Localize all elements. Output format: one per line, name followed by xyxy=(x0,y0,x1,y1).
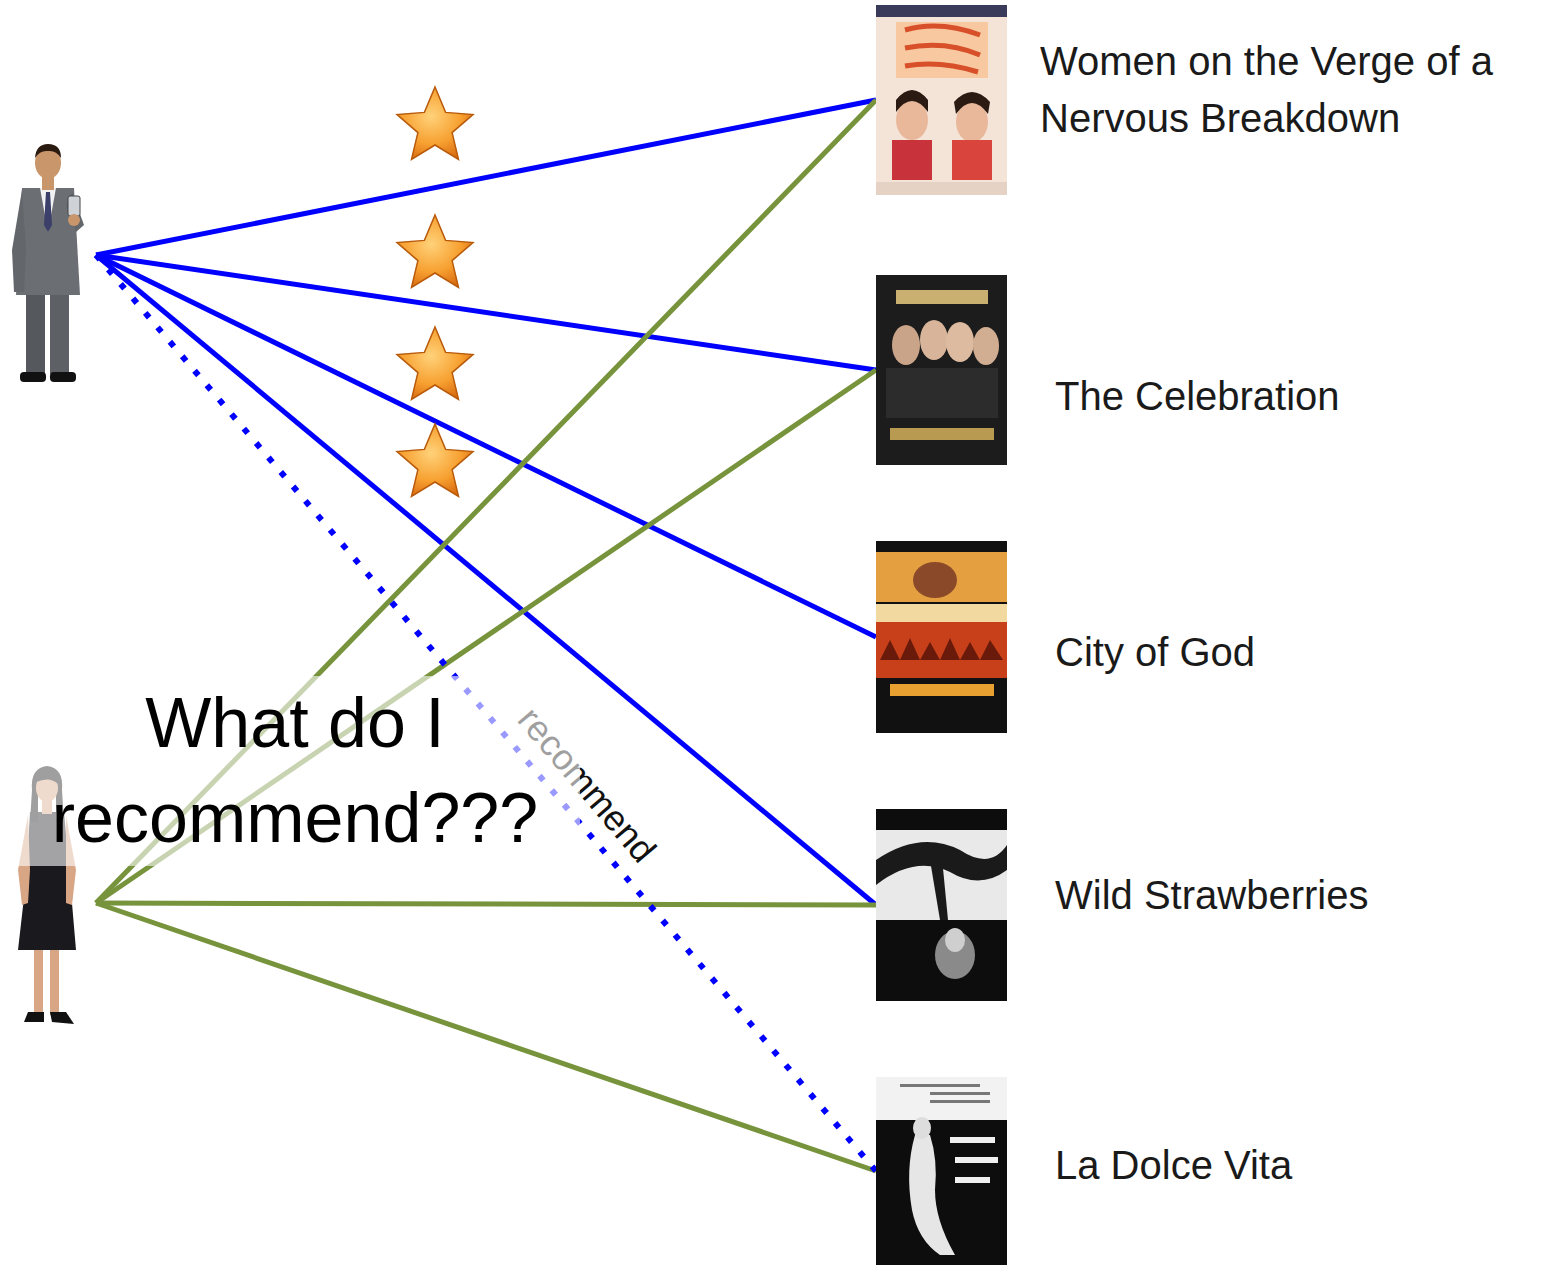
movie-node: La Dolce Vita xyxy=(876,1077,1540,1265)
movie-node: The Celebration xyxy=(876,275,1540,465)
movie-node: Women on the Verge of a Nervous Breakdow… xyxy=(876,5,1540,195)
movie-title: Wild Strawberries xyxy=(1055,867,1535,924)
poster-sky xyxy=(876,552,1007,602)
leg xyxy=(50,945,59,1015)
movie-title: The Celebration xyxy=(1055,368,1535,425)
movie-node: Wild Strawberries xyxy=(876,809,1540,1001)
poster-band xyxy=(876,604,1007,622)
poster-figures xyxy=(913,562,957,598)
poster-band xyxy=(876,5,1007,17)
arm xyxy=(12,190,26,292)
star-icon xyxy=(397,327,473,399)
poster-suits xyxy=(886,368,998,418)
leg xyxy=(26,290,45,374)
movie-poster xyxy=(876,809,1007,1001)
movie-title: La Dolce Vita xyxy=(1055,1137,1535,1194)
shoe xyxy=(20,372,46,382)
man-figure xyxy=(12,144,84,382)
poster-title-area xyxy=(896,22,988,78)
poster-credits xyxy=(900,1084,980,1087)
poster-banner xyxy=(896,290,988,304)
poster-hair xyxy=(896,90,928,112)
poster-lettering xyxy=(905,26,980,72)
movie-title: Women on the Verge of a Nervous Breakdow… xyxy=(1040,33,1540,147)
shirt xyxy=(40,188,56,232)
poster-dress xyxy=(952,140,992,180)
movie-title: City of God xyxy=(1055,624,1535,681)
shoe xyxy=(24,1012,44,1022)
poster-lettering xyxy=(890,684,994,696)
hand xyxy=(68,214,80,226)
poster-ground xyxy=(876,809,1007,1001)
movie-poster xyxy=(876,541,1007,733)
movie-node: City of God xyxy=(876,541,1540,733)
poster-face xyxy=(920,320,948,360)
poster-face xyxy=(913,1117,931,1139)
poster-sky xyxy=(876,830,1007,920)
question-label: What do I recommend??? xyxy=(10,676,580,866)
poster-ground xyxy=(876,5,1007,195)
jacket xyxy=(16,188,80,295)
poster-dark xyxy=(876,1120,1007,1265)
star-icon xyxy=(397,215,473,287)
person-figure xyxy=(8,135,96,385)
arm xyxy=(66,192,84,232)
poster-crowd xyxy=(876,622,1007,678)
shoe xyxy=(50,372,76,382)
tie xyxy=(44,192,52,232)
rating-link xyxy=(96,903,876,1171)
rating-link xyxy=(96,100,876,255)
poster-face xyxy=(946,322,974,362)
shoe xyxy=(50,1012,74,1024)
poster-dress xyxy=(892,140,932,180)
poster-credits xyxy=(930,1092,990,1095)
poster-ground xyxy=(876,275,1007,465)
poster-ground xyxy=(876,541,1007,733)
poster-hair xyxy=(954,92,990,114)
poster-crowd xyxy=(880,638,1003,660)
poster-face xyxy=(973,327,999,365)
phone xyxy=(68,196,80,216)
poster-figure xyxy=(909,1135,955,1255)
poster-lettering xyxy=(890,428,994,440)
poster-credits xyxy=(930,1100,990,1103)
movie-poster xyxy=(876,275,1007,465)
poster-face xyxy=(892,325,920,365)
poster-trunk xyxy=(930,858,948,920)
poster-ground xyxy=(876,1077,1007,1265)
hair xyxy=(35,144,61,158)
star-icon xyxy=(397,424,473,496)
rating-link xyxy=(96,903,876,905)
star-icon xyxy=(397,87,473,159)
movie-poster xyxy=(876,1077,1007,1265)
leg xyxy=(34,945,43,1015)
leg xyxy=(50,290,69,374)
poster-lettering xyxy=(950,1140,998,1180)
rating-stars xyxy=(397,87,473,496)
poster-band xyxy=(876,182,1007,195)
movie-poster xyxy=(876,5,1007,195)
poster-face xyxy=(945,928,965,952)
